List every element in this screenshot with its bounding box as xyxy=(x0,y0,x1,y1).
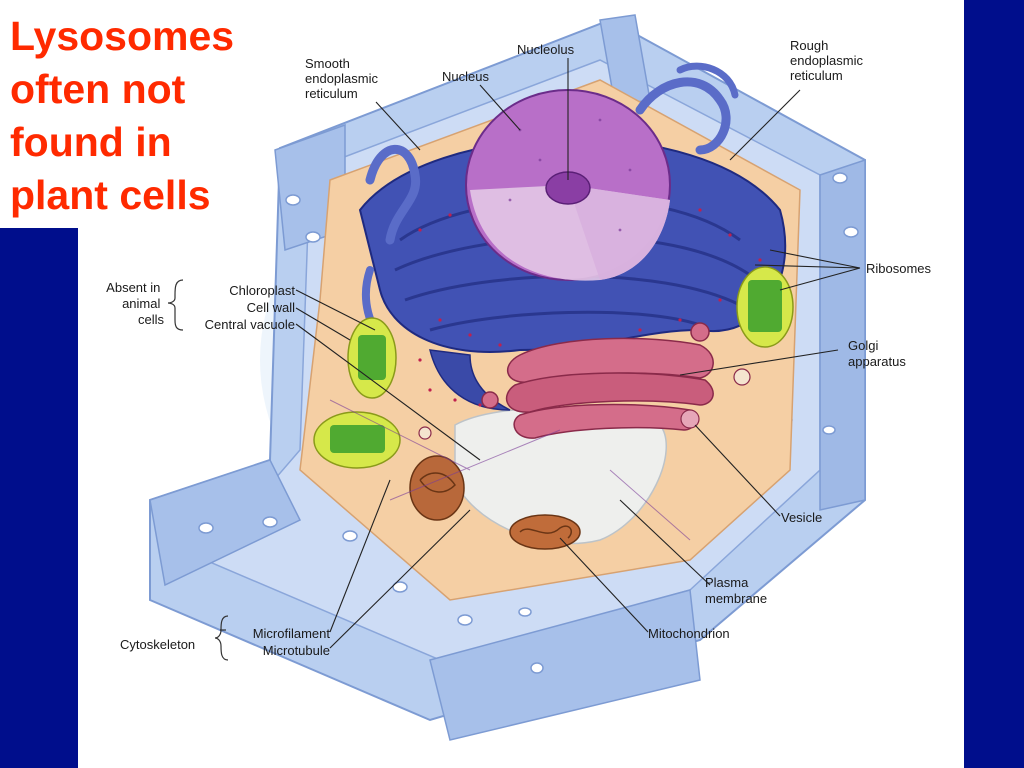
microfilament-label: Microfilament xyxy=(253,626,331,641)
smooth-er-label: Smooth endoplasmic reticulum xyxy=(305,56,382,101)
cell-wall-label: Cell wall xyxy=(247,300,296,315)
cytoskeleton-brace xyxy=(214,615,229,661)
nucleus xyxy=(465,89,671,281)
plasma-membrane-label: Plasma membrane xyxy=(705,575,767,606)
golgi-apparatus xyxy=(481,322,714,439)
lysosome-callout-text: Lysosomes often not found in plant cells xyxy=(10,13,235,218)
cytoskeleton-label: Cytoskeleton xyxy=(120,637,195,652)
central-vacuole-label: Central vacuole xyxy=(205,317,295,332)
nucleus-label: Nucleus xyxy=(442,69,489,84)
lysosome-callout-box: Lysosomes often not found in plant cells xyxy=(0,0,272,228)
ribosomes-label: Ribosomes xyxy=(866,261,932,276)
leader-lines xyxy=(220,58,861,649)
golgi-label: Golgi apparatus xyxy=(848,338,906,369)
cytoskeleton xyxy=(329,399,691,541)
right-blue-border xyxy=(964,0,1024,768)
mitochondrion-label: Mitochondrion xyxy=(648,626,730,641)
vesicles xyxy=(418,368,751,440)
vesicle-label: Vesicle xyxy=(781,510,822,525)
absent-in-animal-cells-label: Absent in animal cells xyxy=(106,280,164,327)
absent-brace xyxy=(167,279,184,331)
nucleolus-label: Nucleolus xyxy=(517,42,575,57)
microtubule-label: Microtubule xyxy=(263,643,330,658)
rough-er-label: Rough endoplasmic reticulum xyxy=(790,38,867,83)
chloroplasts xyxy=(313,266,794,469)
chloroplast-label: Chloroplast xyxy=(229,283,295,298)
